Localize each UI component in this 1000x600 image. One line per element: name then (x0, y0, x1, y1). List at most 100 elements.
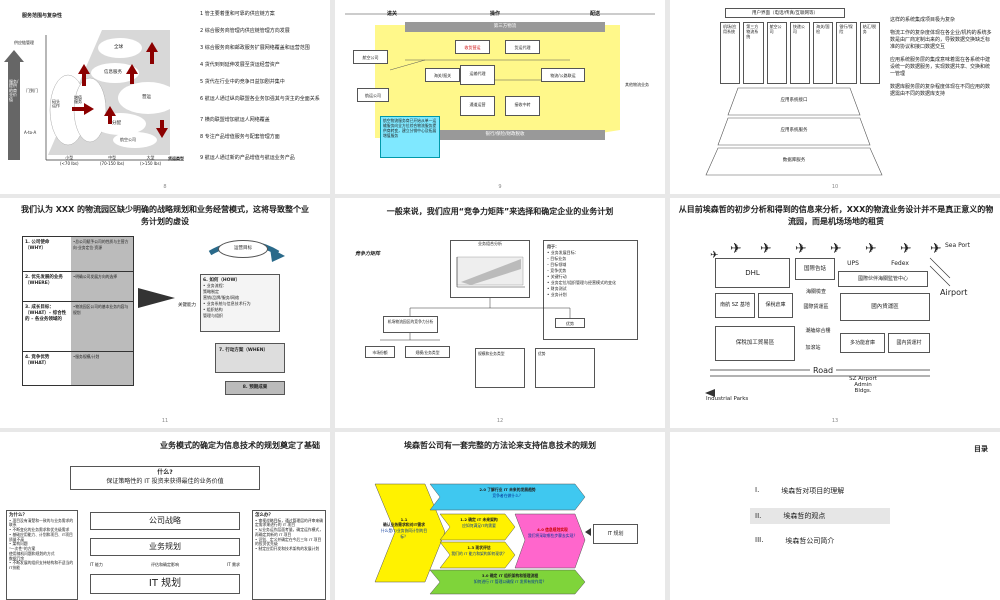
stack-row: 3. 成长目标：（WHAT）– 综合性的 – 各业务领域的 •物流园区公司的基本… (23, 302, 133, 352)
node-analysis: 机场物流园区的竞争力分析 (383, 316, 438, 333)
step-desc: 竞争者在做什么？ (492, 493, 523, 498)
label-air: 航空公司 (120, 137, 136, 142)
block-dom-village: 國內貨運村 (888, 333, 930, 353)
slide-logistics-flow[interactable]: 进关 操作 配送 第三方物流 海关/报关 收货营运 航空公司 运输代理 货运代理… (335, 0, 665, 194)
list-item: 2 综合服务商管理内供应链管理方向发展 (200, 28, 290, 34)
left-stack: 1. 公司使命（WHY） •总公司赋予公司的性质与主营方向·业务定位·资源 2.… (22, 236, 134, 386)
row-note: •明确公司发展方向的选择 (71, 272, 133, 301)
flow-diagram (345, 13, 655, 140)
how-item: • 组织结构 (203, 307, 223, 312)
label-industrial: Industrial Parks (706, 396, 749, 402)
step-title: 确定 IT 组织架构和管理流程 (489, 573, 539, 578)
slide-it-foundation[interactable]: 业务模式的确定为信息技术的规划奠定了基础 什么? 保证策略性的 IT 投资来获得… (0, 432, 330, 600)
step-desc: 我们的 IT 能力和架构如何现状？ (451, 551, 507, 556)
row-head: 4. 竞争优势（WHAT） (25, 355, 50, 366)
mid-label: IT 需求 (227, 562, 240, 567)
how-box: 怎么办？ • 审视战略目标，通过管理层的评审来确定需求来进行的 IT 项目 • … (252, 510, 326, 600)
contents-item-1[interactable]: I. 埃森哲对项目的理解 (755, 486, 844, 496)
what-title: 什么? (157, 469, 173, 476)
list-item: 1 管主要着重和可靠的供应链方案 (200, 11, 275, 17)
page-number: 10 (831, 184, 839, 190)
slide-strategic-plan[interactable]: 我们认为 XXX 的物流园区缺少明确的战略规划和业务经营模式，这将导致整个业务计… (0, 198, 330, 428)
col-airport: 机场/应用系统 (720, 22, 741, 84)
node-channel: 通道运营 (460, 96, 495, 116)
page-number: 12 (496, 418, 504, 424)
ylabel-value: 服务/提供的商业价值 (9, 79, 19, 102)
label-dist: 分配 (112, 121, 121, 126)
contents-item-3[interactable]: III. 埃森哲公司简介 (755, 536, 834, 546)
matrix-chart-title: 业务组合分析 (478, 241, 502, 246)
col-tax: 结汇/税务 (859, 22, 880, 84)
block-intl-notice: 国際告話 (795, 258, 835, 280)
col-express: 快递公司 (789, 22, 811, 84)
slide1-items: 1 管主要着重和可靠的供应链方案 2 综合服务商管理内供应链管理方向发展 3 综… (200, 10, 325, 171)
row-note: •总公司赋予公司的性质与主营方向·业务定位·资源 (71, 237, 133, 271)
what-box: 什么? 保证策略性的 IT 投资来获得最佳的业务价值 (70, 466, 260, 490)
contents-item-2[interactable]: II. 埃森哲的观点 (750, 508, 890, 524)
bullet-item: 应用系统服务层的集成意味着需在各系统中建设统一的数据服务，实现数据共享、交换和统… (890, 57, 991, 77)
stack-business: 业务规划 (90, 538, 240, 556)
tree-lines (380, 298, 571, 341)
how-item: 营销/品牌/服务/网络 (203, 295, 240, 300)
slide-site-map[interactable]: 从目前埃森哲的初步分析和得到的信息来分析，XXX的物流业务设计并不是真正意义的物… (670, 198, 1000, 428)
usage-item: • 财务测试 (547, 286, 567, 291)
slide3-bullets: 这样的系统集成项目极为复杂 物流工作的复杂度体现在各企业/机构的系统多数是由厂商… (890, 16, 994, 97)
node-scale: 规模/业务类型 (405, 346, 450, 358)
node-share: 市场份额 (365, 346, 395, 358)
block-customs-check: 海關檢查 (796, 286, 836, 300)
matrix-chart: 业务组合分析 (450, 240, 530, 298)
how-item: • 业务流程： (203, 283, 227, 288)
contents-text: 埃森哲的观点 (783, 512, 826, 520)
node-airline: 航空公司 (353, 50, 388, 64)
row-note: •服务规模/计划 (71, 352, 133, 385)
step-id: 1.3 (467, 545, 475, 550)
slide-methodology[interactable]: 埃森哲公司有一套完整的方法论来支持信息技术的规划 1.1 确认业务需求和对IT需… (335, 432, 665, 600)
step-id: 3.0 (481, 573, 489, 578)
slide7-title: 业务模式的确定为信息技术的规划奠定了基础 (160, 441, 320, 450)
row-head: 3. 成长目标：（WHAT）– 综合性的 – 各业务领域的 (25, 305, 67, 322)
page-number: 8 (163, 184, 167, 190)
step-1-2: 1.2 确定 IT 未来架构 应如何满足IT的需要 (450, 517, 508, 529)
layer-interface: 应用系统接口 (780, 98, 808, 103)
col-airline: 航空公司 (766, 22, 787, 84)
slide-scope-complexity[interactable]: 服务范围与复杂性 供应链管理 服务/提供的商业价值 门到门 A-to-A 全球 … (0, 0, 330, 194)
svg-text:✈: ✈ (900, 241, 912, 257)
step-desc: 应如何满足IT的需要 (462, 523, 496, 528)
step-1-1: 1.1 确认业务需求和对IT需求 什么是IT/业务协同计划的目标？ (379, 517, 429, 540)
usage-item: – 目标领域 (547, 262, 567, 267)
layer-services: 应用系统服务 (780, 128, 808, 133)
node-strength: 优势 (555, 318, 585, 328)
how-item: • 制定应用开发和技术架构的发展计划 (255, 546, 320, 552)
step-title: 确认业务需求和对IT需求 (383, 522, 425, 527)
stack-row: 2. 优先发展的业务（WHERE） •明确公司发展方向的选择 (23, 272, 133, 302)
usage-item: • 关键行动 (547, 274, 567, 279)
col-bank: 银行/保险 (836, 22, 857, 84)
step-title: 现状评估 (475, 545, 491, 550)
contents-num: II. (755, 512, 762, 520)
block-intl-cargo: 國際貨運區 (796, 301, 836, 315)
node-receive: 收货营运 (455, 40, 490, 54)
node-transport: 运输代理 (460, 65, 495, 85)
slide-contents[interactable]: 目录 I. 埃森哲对项目的理解 II. 埃森哲的观点 III. 埃森哲公司简介 (670, 432, 1000, 600)
site-map-diagram: ✈✈✈ ✈✈✈ ✈✈ (705, 241, 951, 397)
svg-text:✈: ✈ (760, 241, 772, 257)
how-title: 6. 如何（HOW） (203, 278, 240, 283)
why-item: • 不断变化的业务需求和优先级需求 (9, 527, 70, 533)
contents-num: I. (755, 486, 760, 494)
why-item: • 某构问题 (9, 541, 28, 547)
step-2-0: 2.0 了解行业 IT 未来的发展趋势 竞争者在做什么？ (445, 487, 570, 499)
page-number: 11 (161, 418, 169, 424)
block-sz-base: 南航 SZ 基地 (715, 293, 755, 318)
why-item: 使用随机问题和规划的方式 (9, 550, 55, 556)
list-item: 4 货代到到延伸发展至货运经营资产 (200, 62, 280, 68)
label-airport: Airport (940, 288, 968, 297)
contents-text: 埃森哲对项目的理解 (781, 487, 845, 495)
step-3-0: 3.0 确定 IT 组织架构和管理流程 如何进行 IT 管理以确保 IT 发挥有… (445, 573, 575, 585)
right-note: 其他物流业务 (625, 82, 649, 87)
block-bonded: 保稅倉庫 (758, 293, 793, 318)
slide-system-architecture[interactable]: 用户界面（电话/传真/互联网等） 机场/应用系统 第三方物流系统 航空公司 快递… (670, 0, 1000, 194)
slide-competitive-matrix[interactable]: 一般来说，我们应用“竞争力矩阵”来选择和确定企业的业务计划 竞争力矩阵 业务组合… (335, 198, 665, 428)
label-info: 信息服务 (104, 70, 122, 75)
node-customs: 海关/报关 (425, 68, 460, 82)
contents-title: 目录 (974, 445, 988, 453)
